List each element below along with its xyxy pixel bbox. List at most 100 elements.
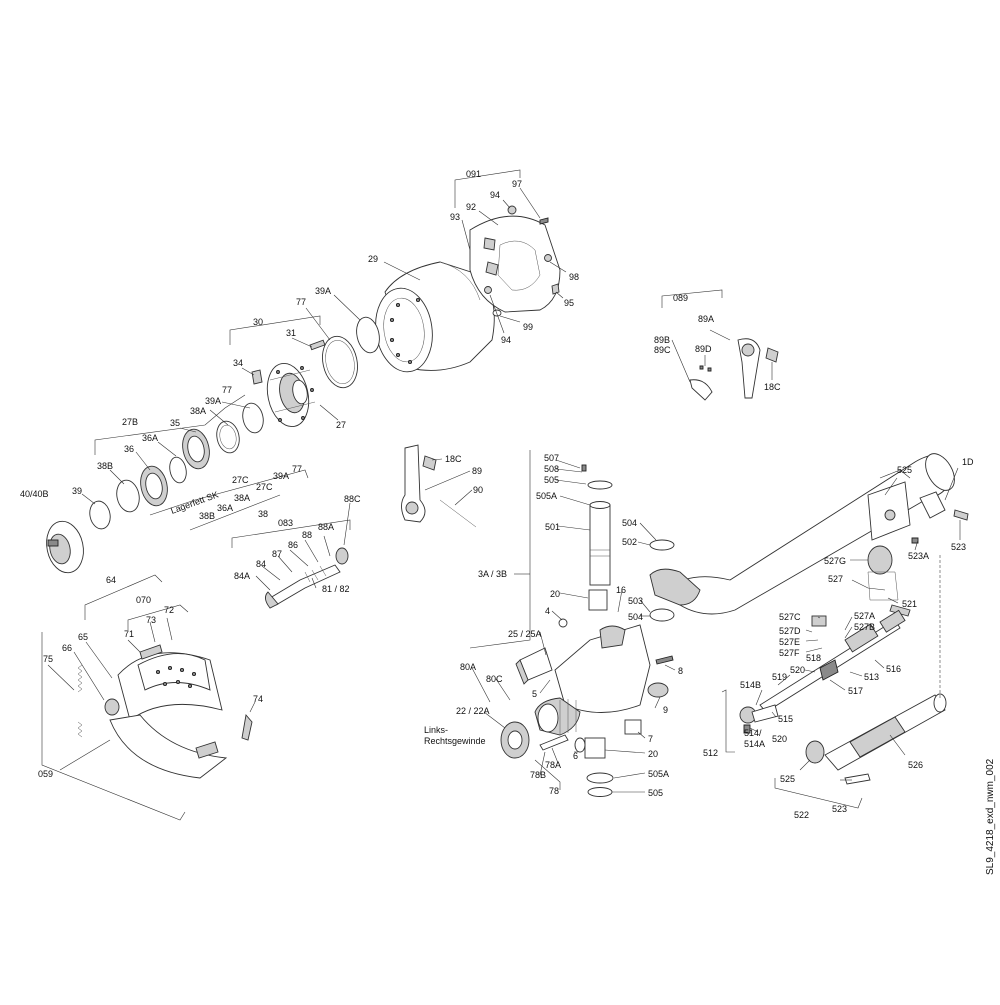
label-521: 521 — [902, 599, 917, 609]
label-091: 091 — [466, 169, 481, 179]
hub-cap-40 — [46, 520, 84, 574]
brake-shoe-lower — [109, 714, 228, 779]
label-16: 16 — [616, 585, 626, 595]
label-5: 5 — [532, 689, 537, 699]
label-80C: 80C — [486, 674, 503, 684]
label-20: 20 — [550, 589, 560, 599]
label-523A: 523A — [908, 551, 929, 561]
label-39A: 39A — [315, 286, 331, 296]
document-id: SL9_4218_exd_nwm_002 — [985, 758, 996, 875]
leader-lines — [41, 169, 961, 821]
label-22-22A: 22 / 22A — [456, 706, 490, 716]
washer-505A — [586, 772, 614, 784]
spring-75 — [77, 664, 83, 738]
label-513: 513 — [864, 672, 879, 682]
label-059: 059 — [38, 769, 53, 779]
label-95: 95 — [564, 298, 574, 308]
label-93: 93 — [450, 212, 460, 222]
label-38B-b: 38B — [199, 511, 215, 521]
axle-shaft-083 — [265, 547, 349, 609]
label-527G: 527G — [824, 556, 846, 566]
label-20-b: 20 — [648, 749, 658, 759]
label-89B: 89B — [654, 335, 670, 345]
plug-4 — [558, 618, 568, 628]
brake-chamber-bracket-525 — [867, 481, 919, 617]
label-78: 78 — [549, 786, 559, 796]
label-89A: 89A — [698, 314, 714, 324]
label-3A-3B: 3A / 3B — [478, 569, 507, 579]
label-504-b: 504 — [628, 612, 643, 622]
label-9: 9 — [663, 705, 668, 715]
label-504: 504 — [622, 518, 637, 528]
label-526: 526 — [908, 760, 923, 770]
label-520: 520 — [790, 665, 805, 675]
label-78A: 78A — [545, 760, 561, 770]
label-25-25A: 25 / 25A — [508, 629, 542, 639]
pin-78A — [539, 734, 569, 751]
seal-ring-77 — [322, 335, 358, 389]
label-39A-b: 39A — [205, 396, 221, 406]
label-73: 73 — [146, 615, 156, 625]
brake-drum-29 — [375, 261, 495, 373]
backing-plate-093 — [469, 205, 561, 317]
label-97: 97 — [512, 179, 522, 189]
label-71: 71 — [124, 629, 134, 639]
label-525: 525 — [897, 465, 912, 475]
label-89: 89 — [472, 466, 482, 476]
tie-rod-513 — [759, 609, 906, 713]
label-520-b: 520 — [772, 734, 787, 744]
label-78B: 78B — [530, 770, 546, 780]
label-505-b: 505 — [648, 788, 663, 798]
label-88A: 88A — [318, 522, 334, 532]
label-65: 65 — [78, 632, 88, 642]
label-527A: 527A — [854, 611, 875, 621]
label-515: 515 — [778, 714, 793, 724]
label-77: 77 — [296, 297, 306, 307]
label-518: 518 — [806, 653, 821, 663]
label-070: 070 — [136, 595, 151, 605]
label-29: 29 — [368, 254, 378, 264]
label-516: 516 — [886, 664, 901, 674]
label-77-c: 77 — [292, 464, 302, 474]
washer-503 — [649, 608, 675, 622]
axle-beam-1D — [649, 453, 969, 615]
label-501: 501 — [545, 522, 560, 532]
label-7: 7 — [648, 734, 653, 744]
label-87: 87 — [272, 549, 282, 559]
label-38A: 38A — [190, 406, 206, 416]
spring-90 — [439, 499, 477, 528]
label-80A: 80A — [460, 662, 476, 672]
label-31: 31 — [286, 328, 296, 338]
label-39A-c: 39A — [273, 471, 289, 481]
label-36A-b: 36A — [217, 503, 233, 513]
label-527C: 527C — [779, 612, 801, 622]
label-27: 27 — [336, 420, 346, 430]
label-98: 98 — [569, 272, 579, 282]
label-84: 84 — [256, 559, 266, 569]
label-94b: 94 — [501, 335, 511, 345]
label-84A: 84A — [234, 571, 250, 581]
label-519: 519 — [772, 672, 787, 682]
wheel-hub-030 — [251, 339, 326, 428]
label-30: 30 — [253, 317, 263, 327]
slack-adjuster-89 — [401, 444, 477, 528]
gasket-39A — [356, 316, 380, 354]
tie-rod-end-514 — [739, 704, 779, 734]
label-64: 64 — [106, 575, 116, 585]
label-514B: 514B — [740, 680, 761, 690]
bearing-set-27B — [89, 402, 264, 530]
label-74: 74 — [253, 694, 263, 704]
label-507: 507 — [544, 453, 559, 463]
part-labels: 091 94 97 93 92 98 95 99 94 29 39A 77 30… — [20, 169, 996, 875]
kingpin-501 — [581, 464, 613, 611]
bolt-8 — [655, 655, 674, 665]
label-links: Links- — [424, 725, 448, 735]
label-527B: 527B — [854, 622, 875, 632]
label-89D: 89D — [695, 344, 712, 354]
label-083: 083 — [278, 518, 293, 528]
label-35: 35 — [170, 418, 180, 428]
label-36: 36 — [124, 444, 134, 454]
bush-6 — [574, 737, 586, 753]
